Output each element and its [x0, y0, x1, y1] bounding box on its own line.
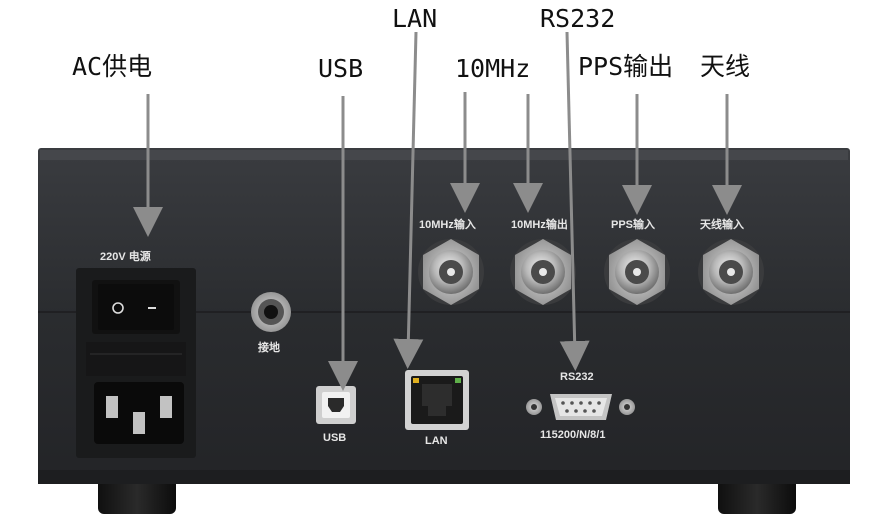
label-lan: LAN — [425, 435, 448, 447]
arrow-rs232 — [559, 31, 590, 371]
callout-pps-out: PPS输出 — [578, 52, 674, 81]
callout-lan: LAN — [392, 4, 438, 33]
label-ground: 接地 — [258, 342, 280, 354]
usb-b-port[interactable] — [316, 386, 356, 424]
right-foot — [718, 478, 796, 514]
label-power-rating: 220V 电源 — [100, 251, 151, 263]
arrow-lan — [393, 31, 424, 369]
ground-terminal[interactable] — [251, 292, 291, 332]
rs232-db9-port[interactable] — [526, 394, 635, 420]
label-antenna-in: 天线输入 — [700, 219, 744, 231]
lan-port[interactable] — [405, 370, 469, 430]
power-module — [76, 268, 196, 458]
callout-ac-power: AC供电 — [72, 52, 153, 81]
label-usb: USB — [323, 432, 347, 444]
bnc-10mhz-in[interactable] — [418, 239, 484, 305]
callout-antenna: 天线 — [700, 52, 751, 81]
power-switch[interactable] — [98, 284, 174, 330]
label-pps-in: PPS输入 — [611, 219, 656, 231]
bnc-pps-in[interactable] — [604, 239, 670, 305]
bnc-antenna-in[interactable] — [698, 239, 764, 305]
label-rs232: RS232 — [560, 371, 594, 383]
lan-led-left — [413, 378, 419, 383]
rear-panel — [38, 148, 850, 484]
callout-usb: USB — [318, 54, 364, 83]
callout-10mhz: 10MHz — [455, 54, 531, 83]
label-serial-settings: 115200/N/8/1 — [540, 429, 606, 441]
lan-led-right — [455, 378, 461, 383]
left-foot — [98, 478, 176, 514]
callout-rs232: RS232 — [540, 4, 616, 33]
label-10mhz-in: 10MHz输入 — [419, 219, 476, 231]
bnc-10mhz-out[interactable] — [510, 239, 576, 305]
label-10mhz-out: 10MHz输出 — [511, 219, 568, 231]
